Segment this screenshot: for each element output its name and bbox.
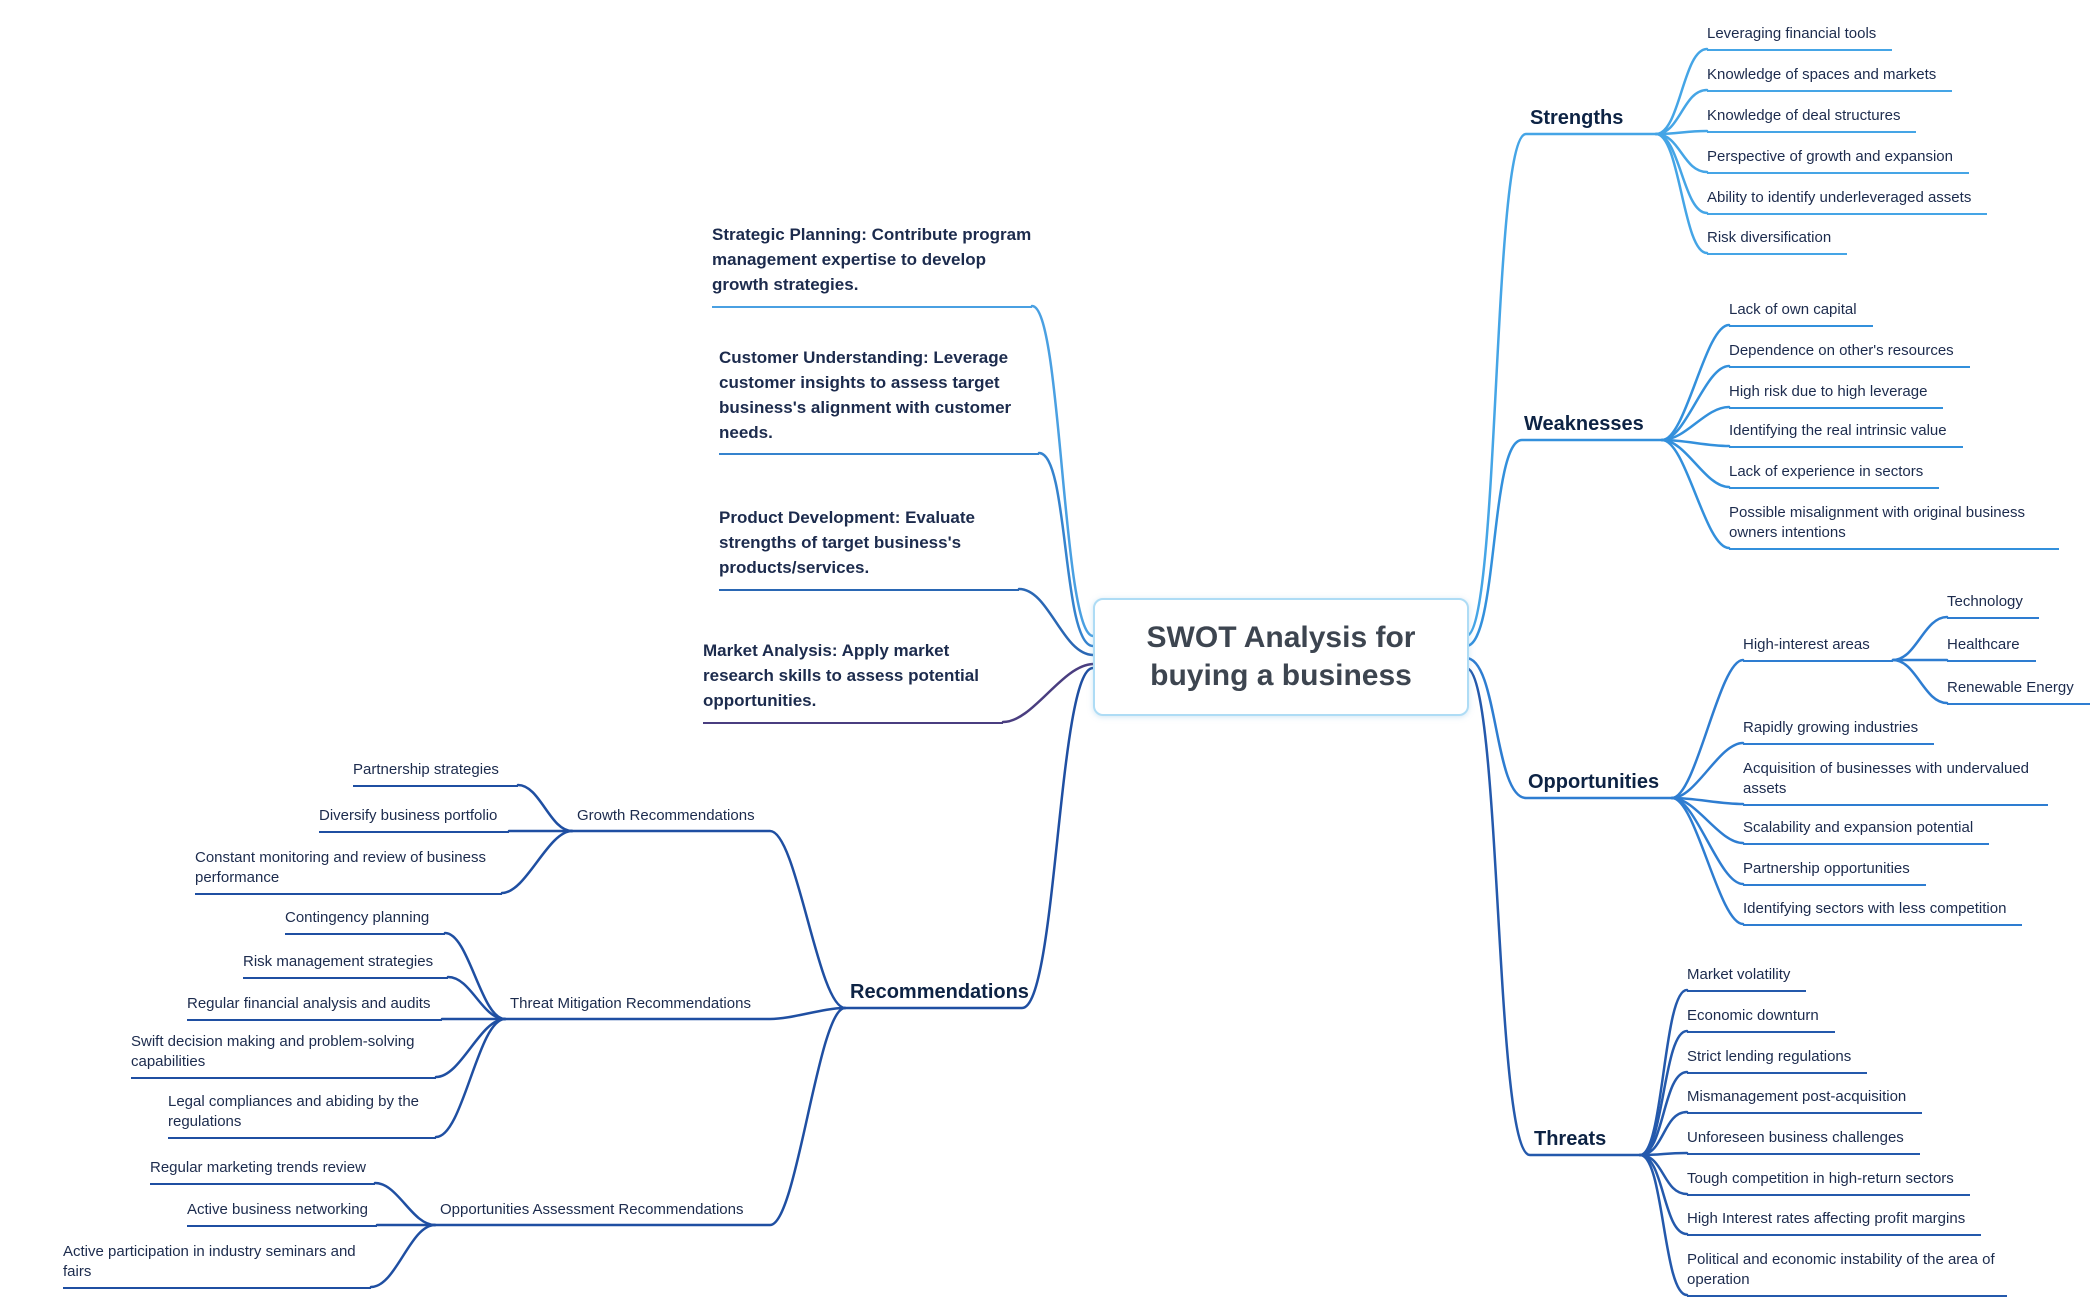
- opportunity-item[interactable]: Partnership opportunities: [1743, 859, 1926, 886]
- group-growth-recommendations[interactable]: Growth Recommendations: [577, 807, 755, 824]
- threat-item[interactable]: Tough competition in high-return sectors: [1687, 1169, 1970, 1196]
- group-opportunities-assessment-recommendations[interactable]: Opportunities Assessment Recommendations: [440, 1201, 744, 1218]
- opportunities-assessment-rec-item[interactable]: Active participation in industry seminar…: [63, 1242, 371, 1289]
- threat-item[interactable]: Political and economic instability of th…: [1687, 1250, 2007, 1297]
- strength-item[interactable]: Risk diversification: [1707, 228, 1848, 255]
- central-topic-title: SWOT Analysis for buying a business: [1146, 621, 1416, 692]
- strength-item[interactable]: Knowledge of deal structures: [1707, 106, 1917, 133]
- branch-recommendations[interactable]: Recommendations: [850, 981, 1029, 1003]
- branch-weaknesses[interactable]: Weaknesses: [1524, 413, 1644, 435]
- note-customer-understanding[interactable]: Customer Understanding: Leverage custome…: [719, 345, 1039, 455]
- opportunity-item[interactable]: High-interest areas: [1743, 635, 1893, 662]
- threat-mitigation-rec-item[interactable]: Risk management strategies: [243, 952, 448, 979]
- growth-rec-item[interactable]: Diversify business portfolio: [319, 806, 509, 833]
- threat-item[interactable]: Unforeseen business challenges: [1687, 1128, 1920, 1155]
- central-topic-node[interactable]: SWOT Analysis for buying a business: [1093, 598, 1469, 716]
- opportunity-item[interactable]: Scalability and expansion potential: [1743, 818, 1990, 845]
- note-market-analysis[interactable]: Market Analysis: Apply market research s…: [703, 638, 1003, 724]
- threat-item[interactable]: Market volatility: [1687, 965, 1807, 992]
- threat-mitigation-rec-item[interactable]: Swift decision making and problem-solvin…: [131, 1032, 436, 1079]
- weakness-item[interactable]: Identifying the real intrinsic value: [1729, 421, 1963, 448]
- growth-rec-item[interactable]: Partnership strategies: [353, 760, 518, 787]
- threat-item[interactable]: High Interest rates affecting profit mar…: [1687, 1209, 1982, 1236]
- note-strategic-planning[interactable]: Strategic Planning: Contribute program m…: [712, 222, 1032, 308]
- branch-opportunities[interactable]: Opportunities: [1528, 771, 1660, 793]
- strength-item[interactable]: Leveraging financial tools: [1707, 24, 1893, 51]
- opportunity-item[interactable]: Identifying sectors with less competitio…: [1743, 899, 2023, 926]
- growth-rec-item[interactable]: Constant monitoring and review of busine…: [195, 848, 502, 895]
- branch-strengths[interactable]: Strengths: [1530, 107, 1624, 129]
- high-interest-sub-item[interactable]: Healthcare: [1947, 635, 2036, 662]
- weakness-item[interactable]: Lack of own capital: [1729, 300, 1873, 327]
- threat-mitigation-rec-item[interactable]: Regular financial analysis and audits: [187, 994, 442, 1021]
- threat-mitigation-rec-item[interactable]: Contingency planning: [285, 908, 445, 935]
- strength-item[interactable]: Ability to identify underleveraged asset…: [1707, 188, 1988, 215]
- opportunity-item[interactable]: Rapidly growing industries: [1743, 718, 1935, 745]
- threat-item[interactable]: Mismanagement post-acquisition: [1687, 1087, 1923, 1114]
- threat-item[interactable]: Economic downturn: [1687, 1006, 1835, 1033]
- weakness-item[interactable]: Dependence on other's resources: [1729, 341, 1970, 368]
- group-threat-mitigation-recommendations[interactable]: Threat Mitigation Recommendations: [510, 995, 751, 1012]
- weakness-item[interactable]: Lack of experience in sectors: [1729, 462, 1940, 489]
- opportunities-assessment-rec-item[interactable]: Active business networking: [187, 1200, 377, 1227]
- weakness-item[interactable]: High risk due to high leverage: [1729, 382, 1944, 409]
- threat-mitigation-rec-item[interactable]: Legal compliances and abiding by the reg…: [168, 1092, 436, 1139]
- high-interest-sub-item[interactable]: Technology: [1947, 592, 2039, 619]
- note-product-development[interactable]: Product Development: Evaluate strengths …: [719, 505, 1019, 591]
- threat-item[interactable]: Strict lending regulations: [1687, 1047, 1868, 1074]
- opportunities-assessment-rec-item[interactable]: Regular marketing trends review: [150, 1158, 375, 1185]
- weakness-item[interactable]: Possible misalignment with original busi…: [1729, 503, 2059, 550]
- opportunity-item[interactable]: Acquisition of businesses with undervalu…: [1743, 759, 2048, 806]
- strength-item[interactable]: Knowledge of spaces and markets: [1707, 65, 1953, 92]
- branch-threats[interactable]: Threats: [1534, 1128, 1607, 1150]
- strength-item[interactable]: Perspective of growth and expansion: [1707, 147, 1969, 174]
- high-interest-sub-item[interactable]: Renewable Energy: [1947, 678, 2090, 705]
